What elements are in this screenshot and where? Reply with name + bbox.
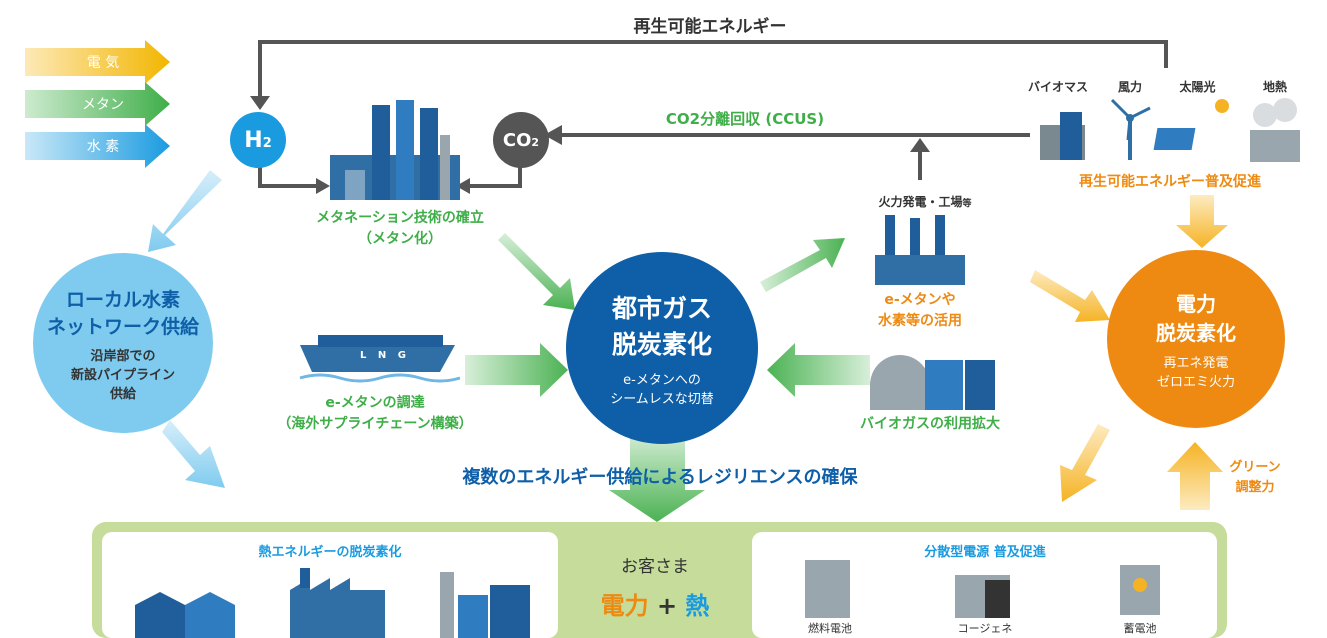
renewable-promo-label: 再生可能エネルギー普及促進 xyxy=(1079,174,1261,190)
customer-power-heat: 電力 + 熱 xyxy=(600,592,710,620)
arrow-citygas-to-thermal xyxy=(760,238,845,292)
legend-arrows xyxy=(25,40,170,168)
arrow-local-down xyxy=(162,420,225,488)
lng-ship-text: L N G xyxy=(360,350,410,361)
renewable-item-geothermal: 地熱 xyxy=(1262,80,1287,94)
ccus-arrowhead xyxy=(544,125,562,145)
dist-item-fuel-cell: 燃料電池 xyxy=(808,622,852,635)
arrow-green-up xyxy=(1167,442,1223,510)
green-adjustment-label: グリーン調整力 xyxy=(1229,460,1281,495)
thermal-plant-icon xyxy=(875,215,965,285)
dist-item-battery: 蓄電池 xyxy=(1123,622,1157,635)
renewable-item-wind: 風力 xyxy=(1117,80,1142,94)
power-circle: 電力 脱炭素化 再エネ発電 ゼロエミ火力 xyxy=(1107,250,1285,428)
distributed-panel-icons xyxy=(805,560,1160,618)
arrow-power-down xyxy=(1060,424,1110,502)
lng-label: e-メタンの調達（海外サプライチェーン構築） xyxy=(277,395,473,432)
co2-badge: CO2 xyxy=(493,112,549,168)
distributed-panel-title: 分散型電源 普及促進 xyxy=(924,545,1046,560)
biogas-tank-icon xyxy=(870,355,995,410)
legend-label-electricity: 電 気 xyxy=(86,55,120,71)
local-hydrogen-circle: ローカル水素 ネットワーク供給 沿岸部での 新設パイプライン 供給 xyxy=(33,253,213,433)
renewable-item-biomass: バイオマス xyxy=(1027,80,1088,94)
loop-arrowhead xyxy=(250,96,270,110)
arrow-renewables-to-power xyxy=(1176,195,1228,248)
methanation-plant-icon xyxy=(330,100,460,200)
heat-panel-title: 熱エネルギーの脱炭素化 xyxy=(258,545,402,560)
h2-badge: H2 xyxy=(230,112,286,168)
city-gas-circle: 都市ガス 脱炭素化 e-メタンへの シームレスな切替 xyxy=(566,252,758,444)
legend-arrow-methane xyxy=(25,82,170,126)
legend-arrow-electricity xyxy=(25,40,170,84)
legend-label-methane: メタン xyxy=(82,97,124,113)
arrow-thermal-to-power xyxy=(1030,270,1110,322)
legend-label-hydrogen: 水 素 xyxy=(86,139,120,155)
biogas-label: バイオガスの利用拡大 xyxy=(860,416,1000,432)
resilience-banner: 複数のエネルギー供給によるレジリエンスの確保 xyxy=(462,467,858,488)
arrow-citygas-down xyxy=(609,430,705,522)
renewable-loop-label: 再生可能エネルギー xyxy=(633,17,787,37)
heat-panel-icons xyxy=(135,568,530,638)
methanation-label: メタネーション技術の確立（メタン化） xyxy=(316,210,484,247)
legend-arrow-hydrogen xyxy=(25,124,170,168)
renewable-item-solar: 太陽光 xyxy=(1179,80,1216,94)
customer-label: お客さま xyxy=(621,557,689,577)
thermal-label: 火力発電・工場等 xyxy=(878,195,972,209)
lng-ship-icon xyxy=(299,335,461,383)
renewable-loop-line xyxy=(258,40,1168,98)
dist-item-cogeneration: コージェネ xyxy=(957,622,1013,635)
arrow-methanation-to-citygas xyxy=(498,233,575,310)
arrow-biogas-to-citygas xyxy=(767,343,870,397)
ccus-label: CO2分離回収 (CCUS) xyxy=(665,110,825,128)
arrow-lng-to-citygas xyxy=(465,343,568,397)
thermal-usage-label: e-メタンや水素等の活用 xyxy=(878,292,962,329)
renewables-icons xyxy=(1040,98,1300,162)
arrow-h2-to-local xyxy=(148,170,222,252)
